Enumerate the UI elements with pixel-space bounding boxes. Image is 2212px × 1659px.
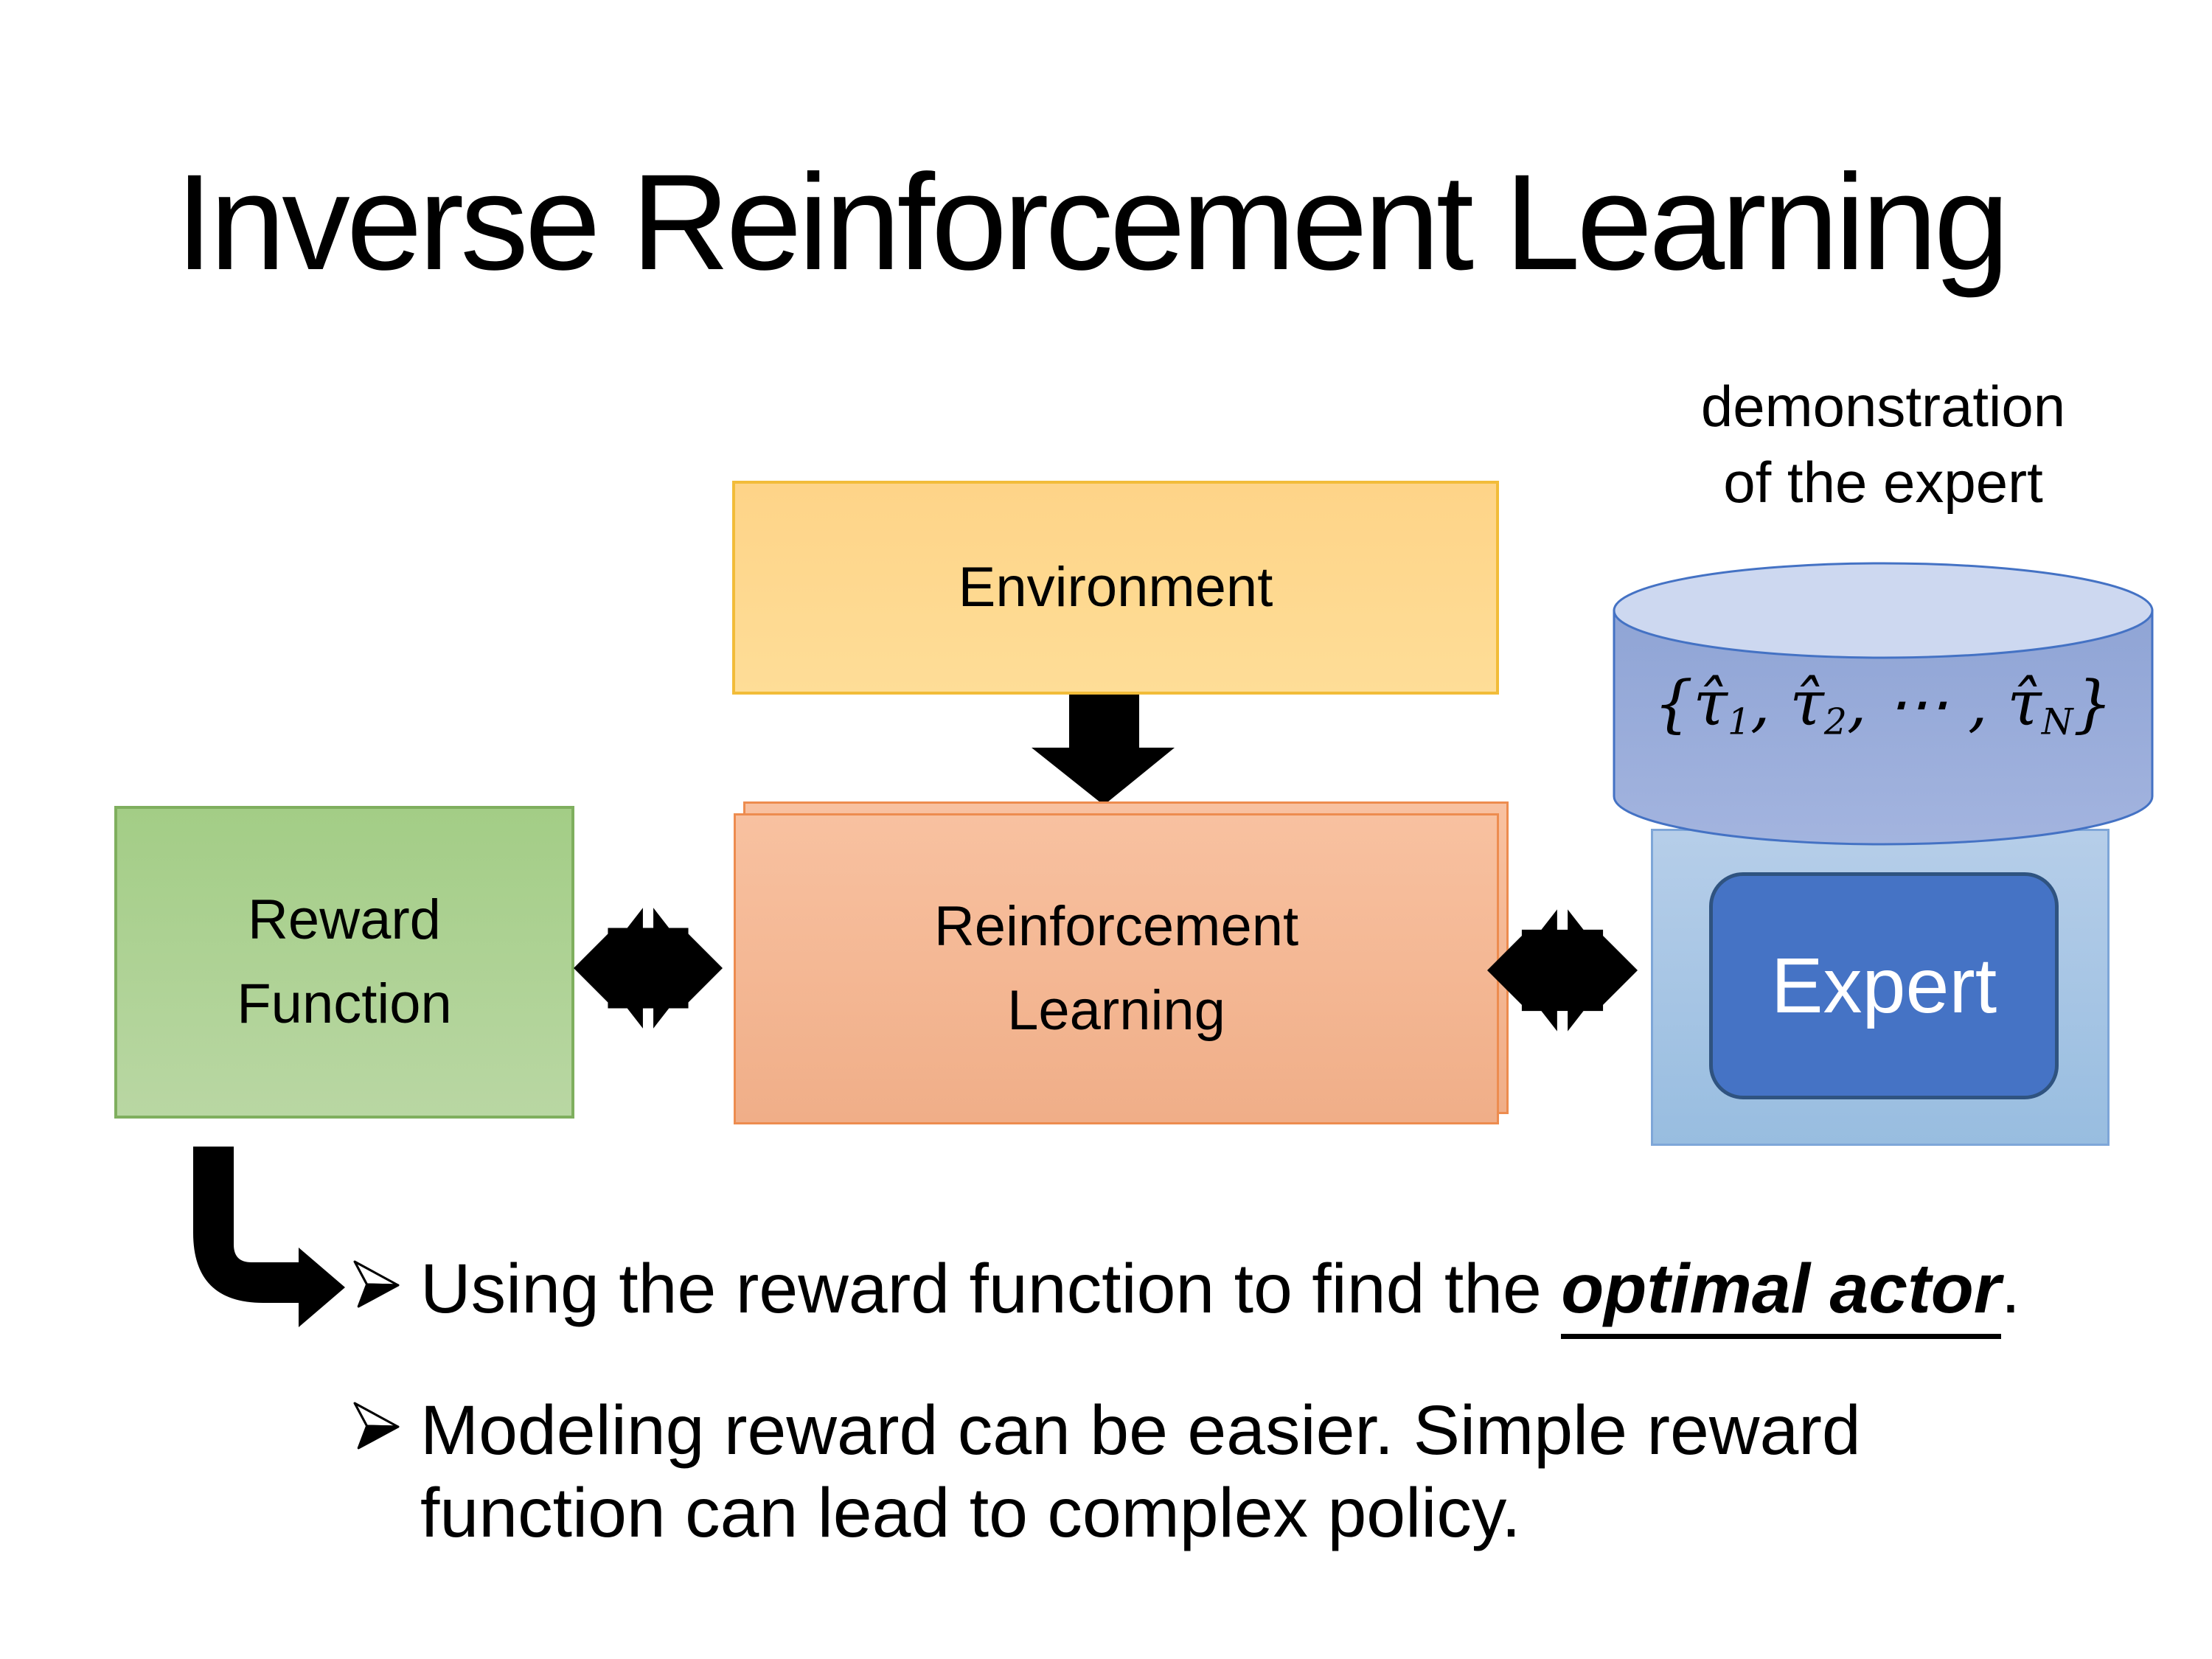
down-block-arrow-icon [1032, 695, 1175, 805]
environment-label: Environment [958, 556, 1273, 619]
reward-function-box: Reward Function [114, 806, 574, 1119]
bullet-line: Modeling reward can be easier. Simple re… [420, 1389, 1861, 1472]
bullet-segment: Using the reward function to find the [420, 1250, 1562, 1328]
arrowhead-3d-right-icon [353, 1402, 400, 1450]
bullet-item-1: Using the reward function to find the op… [352, 1248, 2021, 1339]
reinforcement-learning-label: Reinforcement Learning [933, 895, 1299, 1042]
bullet-segment: function can lead to complex policy. [420, 1474, 1521, 1553]
demonstration-label: demonstration of the expert [1700, 374, 2066, 515]
arrowhead-3d-right-icon [353, 1260, 400, 1308]
bullet-segment: Modeling reward can be easier. Simple re… [420, 1391, 1861, 1470]
subscript: N [2041, 701, 2073, 743]
page-title: Inverse Reinforcement Learning [175, 147, 2010, 299]
reward-function-label: Reward Function [237, 888, 452, 1035]
database-cylinder-icon [1613, 562, 2154, 846]
bent-down-right-arrow-icon [193, 1147, 345, 1327]
reinforcement-learning-box: Reinforcement Learning [734, 813, 1499, 1124]
bullet-segment-emphasis: optimal actor [1561, 1250, 2001, 1339]
bullet-text: Modeling reward can be easier. Simple re… [420, 1389, 1861, 1554]
expert-box: Expert [1709, 872, 2059, 1099]
bullet-text: Using the reward function to find the op… [420, 1248, 2021, 1339]
bullet-segment: . [2000, 1250, 2021, 1328]
environment-box: Environment [732, 481, 1499, 695]
expert-label: Expert [1770, 942, 1997, 1029]
trajectory-set-formula: {τ̂1, τ̂2, ⋯ , τ̂N} [1654, 667, 2112, 743]
bullet-line: Using the reward function to find the op… [420, 1248, 2021, 1339]
subscript: 2 [1823, 701, 1847, 743]
subscript: 1 [1727, 701, 1750, 743]
bullet-item-2: Modeling reward can be easier. Simple re… [352, 1389, 1861, 1554]
double-exchange-arrow-icon [1487, 895, 1638, 1046]
double-exchange-arrow-icon [574, 894, 723, 1043]
bullet-line: function can lead to complex policy. [420, 1472, 1861, 1554]
